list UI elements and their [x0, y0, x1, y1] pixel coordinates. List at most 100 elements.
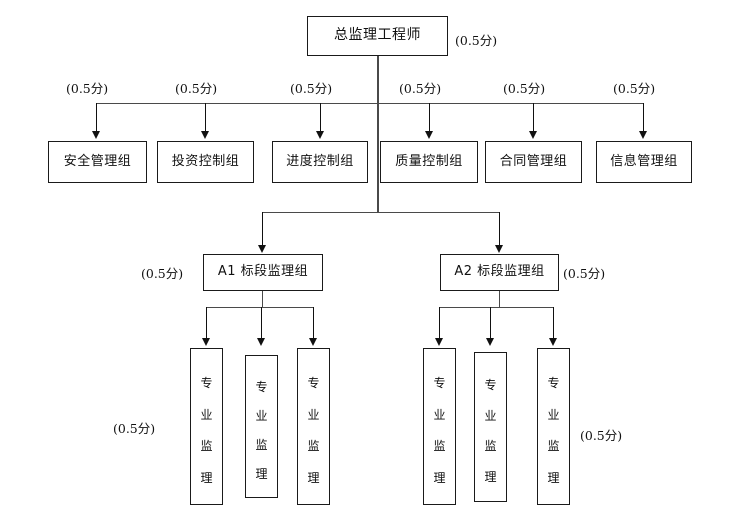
score-label-root: (0.5分)	[455, 33, 498, 48]
connector-drop-section-a1	[262, 212, 263, 247]
arrowhead-dept-4	[425, 131, 433, 139]
char: 监	[484, 439, 497, 454]
node-label: 安全管理组	[63, 153, 132, 169]
score-label-right-engineers: (0.5分)	[580, 428, 623, 443]
char: 专	[307, 375, 320, 390]
score-label-dept-1: (0.5分)	[66, 81, 109, 96]
node-progress-control-group[interactable]: 进度控制组	[272, 141, 368, 183]
node-section-a2-supervision-group[interactable]: A2 标段监理组	[440, 254, 559, 291]
node-professional-supervisor-l1[interactable]: 专 业 监 理	[190, 348, 223, 505]
arrowhead-section-a1	[258, 245, 266, 253]
char: 业	[433, 407, 446, 422]
node-label: A1 标段监理组	[217, 264, 309, 280]
arrowhead-a1-child-2	[257, 338, 265, 346]
char: 专	[200, 375, 213, 390]
score-label-dept-6: (0.5分)	[613, 81, 656, 96]
score-label-left-engineers: (0.5分)	[113, 421, 156, 436]
char: 专	[255, 380, 268, 394]
arrowhead-dept-2	[201, 131, 209, 139]
node-section-a1-supervision-group[interactable]: A1 标段监理组	[203, 254, 323, 291]
arrowhead-a2-child-2	[486, 338, 494, 346]
connector-section-bus	[262, 212, 500, 213]
connector-a1-stem	[262, 291, 263, 308]
arrowhead-dept-5	[529, 131, 537, 139]
connector-drop-a2-child-1	[439, 307, 440, 340]
node-contract-management-group[interactable]: 合同管理组	[485, 141, 582, 183]
node-label: 进度控制组	[286, 153, 354, 169]
connector-drop-a1-child-1	[206, 307, 207, 340]
connector-drop-dept-6	[643, 103, 644, 133]
node-chief-supervising-engineer[interactable]: 总监理工程师	[307, 16, 448, 56]
vertical-text: 专 业 监 理	[424, 357, 455, 504]
arrowhead-a2-child-1	[435, 338, 443, 346]
connector-drop-dept-4	[429, 103, 430, 133]
node-quality-control-group[interactable]: 质量控制组	[380, 141, 478, 183]
node-safety-management-group[interactable]: 安全管理组	[48, 141, 147, 183]
arrowhead-dept-3	[316, 131, 324, 139]
char: 业	[307, 407, 320, 422]
node-label: 总监理工程师	[334, 27, 421, 44]
arrowhead-a1-child-3	[309, 338, 317, 346]
char: 专	[484, 378, 497, 393]
arrowhead-dept-6	[639, 131, 647, 139]
connector-drop-dept-3	[320, 103, 321, 133]
score-label-section-a2: (0.5分)	[563, 266, 606, 281]
connector-a1-bus	[206, 307, 314, 308]
connector-drop-dept-5	[533, 103, 534, 133]
node-investment-control-group[interactable]: 投资控制组	[157, 141, 254, 183]
connector-department-bus	[96, 103, 644, 104]
node-professional-supervisor-l3[interactable]: 专 业 监 理	[297, 348, 330, 505]
char: 业	[484, 408, 497, 423]
node-label: A2 标段监理组	[454, 264, 545, 280]
char: 业	[547, 407, 560, 422]
char: 业	[255, 409, 268, 423]
vertical-text: 专 业 监 理	[475, 361, 506, 501]
char: 专	[433, 375, 446, 390]
char: 理	[255, 467, 268, 481]
char: 理	[307, 471, 320, 486]
vertical-text: 专 业 监 理	[298, 357, 329, 504]
node-professional-supervisor-r1[interactable]: 专 业 监 理	[423, 348, 456, 505]
char: 专	[547, 375, 560, 390]
vertical-text: 专 业 监 理	[246, 364, 277, 497]
node-professional-supervisor-r3[interactable]: 专 业 监 理	[537, 348, 570, 505]
char: 业	[200, 407, 213, 422]
score-label-dept-3: (0.5分)	[290, 81, 333, 96]
arrowhead-a2-child-3	[549, 338, 557, 346]
score-label-dept-4: (0.5分)	[399, 81, 442, 96]
node-professional-supervisor-l2[interactable]: 专 业 监 理	[245, 355, 278, 498]
connector-a2-bus	[439, 307, 554, 308]
node-label: 信息管理组	[610, 153, 678, 169]
connector-drop-a2-child-3	[553, 307, 554, 340]
node-label: 投资控制组	[171, 153, 240, 169]
char: 理	[200, 471, 213, 486]
score-label-dept-2: (0.5分)	[175, 81, 218, 96]
connector-drop-a1-child-2	[261, 307, 262, 340]
char: 监	[307, 439, 320, 454]
char: 理	[433, 471, 446, 486]
arrowhead-dept-1	[92, 131, 100, 139]
connector-drop-section-a2	[499, 212, 500, 247]
vertical-text: 专 业 监 理	[191, 357, 222, 504]
node-information-management-group[interactable]: 信息管理组	[596, 141, 692, 183]
connector-root-trunk	[377, 56, 379, 212]
connector-drop-a1-child-3	[313, 307, 314, 340]
score-label-section-a1: (0.5分)	[141, 266, 184, 281]
arrowhead-a1-child-1	[202, 338, 210, 346]
node-label: 质量控制组	[395, 153, 463, 169]
char: 监	[433, 439, 446, 454]
char: 理	[484, 469, 497, 484]
node-professional-supervisor-r2[interactable]: 专 业 监 理	[474, 352, 507, 502]
connector-drop-a2-child-2	[490, 307, 491, 340]
node-label: 合同管理组	[499, 153, 568, 169]
connector-a2-stem	[499, 291, 500, 308]
score-label-dept-5: (0.5分)	[503, 81, 546, 96]
vertical-text: 专 业 监 理	[538, 357, 569, 504]
char: 监	[547, 439, 560, 454]
char: 监	[200, 439, 213, 454]
char: 理	[547, 471, 560, 486]
char: 监	[255, 438, 268, 452]
arrowhead-section-a2	[495, 245, 503, 253]
connector-drop-dept-2	[205, 103, 206, 133]
